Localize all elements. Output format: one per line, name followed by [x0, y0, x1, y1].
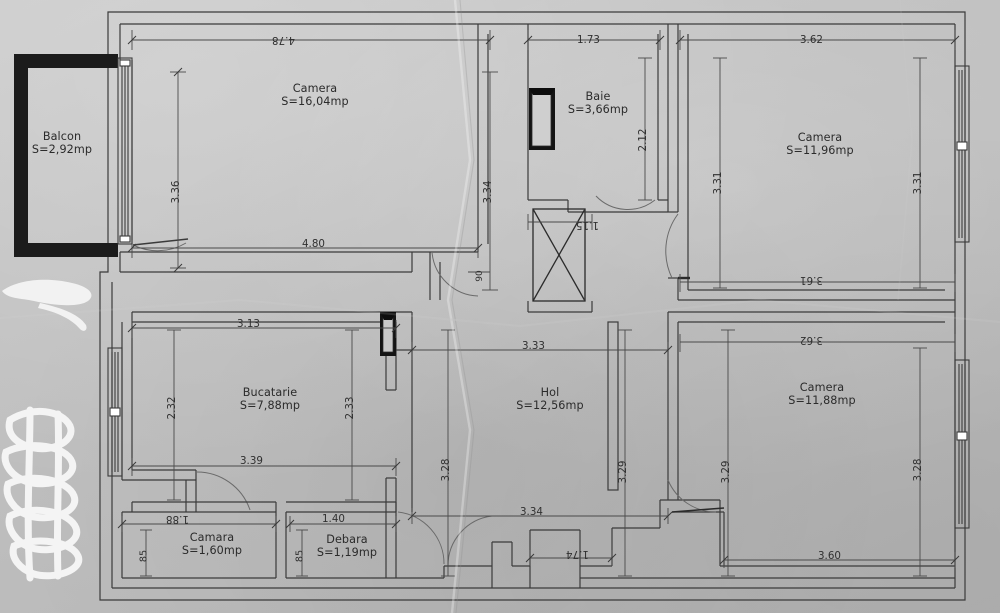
dim-bucatarie-right-height: 2.33: [344, 396, 356, 420]
room-camera-16-walls: [120, 24, 489, 300]
room-camera-1196-walls: [668, 24, 955, 301]
door-leaf-balcony: [132, 238, 189, 246]
dim-camera1196-top: 3.62: [800, 34, 823, 46]
dim-camera-left-height: 3.36: [170, 180, 182, 204]
dim-baie-height: 2.12: [637, 128, 649, 152]
dim-camera1188-top: 3.62: [800, 334, 823, 346]
dim-hol-bottom: 3.34: [520, 506, 543, 518]
dim-camera16-bottom: 4.80: [302, 238, 325, 250]
dim-hol-top: 3.33: [522, 340, 545, 352]
hall-niche-walls: [527, 209, 593, 313]
dim-hall-niche: 1.15: [576, 219, 599, 231]
door-swing-camera-16: [431, 251, 479, 297]
dim-bucatarie-top: 3.13: [237, 318, 260, 330]
kitchen-flue: [380, 312, 396, 356]
room-hol-walls: [396, 350, 955, 588]
door-swing-debara: [397, 511, 445, 565]
dim-camera1188-right-height: 3.28: [912, 458, 924, 482]
door-leaf-camera-1188: [671, 507, 725, 513]
door-swing-camera-1196: [665, 213, 679, 279]
window-camera-1196: [954, 65, 970, 243]
door-swing-bucatarie: [195, 471, 251, 511]
door-swing-camera-1188: [667, 479, 717, 513]
door-swing-baie: [595, 195, 656, 210]
dim-door-90: 90: [475, 270, 485, 282]
dim-bucatarie-left-height: 2.32: [166, 396, 178, 420]
dim-camera1196-right-height: 3.31: [912, 171, 924, 195]
dim-camera16-right-height: 3.34: [482, 180, 494, 204]
dim-camera1196-bottom: 3.61: [800, 274, 823, 286]
window-bucatarie: [107, 347, 123, 477]
dim-camera1196-left-height: 3.31: [712, 171, 724, 195]
room-debara-walls: [286, 477, 397, 579]
dim-debara-depth: 85: [294, 549, 306, 563]
window-camera-1188: [954, 359, 970, 529]
dim-debara-width: 1.40: [322, 513, 345, 525]
dim-camera16-top: 4.78: [272, 34, 295, 46]
bathtub: [529, 88, 555, 150]
dim-camara-depth: 85: [138, 549, 150, 563]
door-swing-balcony: [132, 242, 187, 252]
balcony-outline: [14, 54, 118, 257]
dim-entry-notch: 1.74: [566, 548, 589, 560]
dim-camera1188-bottom: 3.60: [818, 550, 841, 562]
dim-hol-mid-height: 3.29: [617, 460, 629, 484]
dim-bucatarie-bottom: 3.39: [240, 455, 263, 467]
balcony-door: [117, 57, 133, 245]
room-camera-1188-walls: [659, 311, 955, 567]
dim-baie-width: 1.73: [577, 34, 600, 46]
hall-pillar: [607, 321, 619, 491]
door-swing-hall-entry: [447, 515, 493, 567]
dim-hol-left-height: 3.28: [440, 458, 452, 482]
dimension-ticks: [117, 35, 960, 565]
room-camara-walls: [121, 501, 287, 579]
dim-camara-width: 1.88: [166, 513, 189, 525]
dim-hol-right-height: 3.29: [720, 460, 732, 484]
